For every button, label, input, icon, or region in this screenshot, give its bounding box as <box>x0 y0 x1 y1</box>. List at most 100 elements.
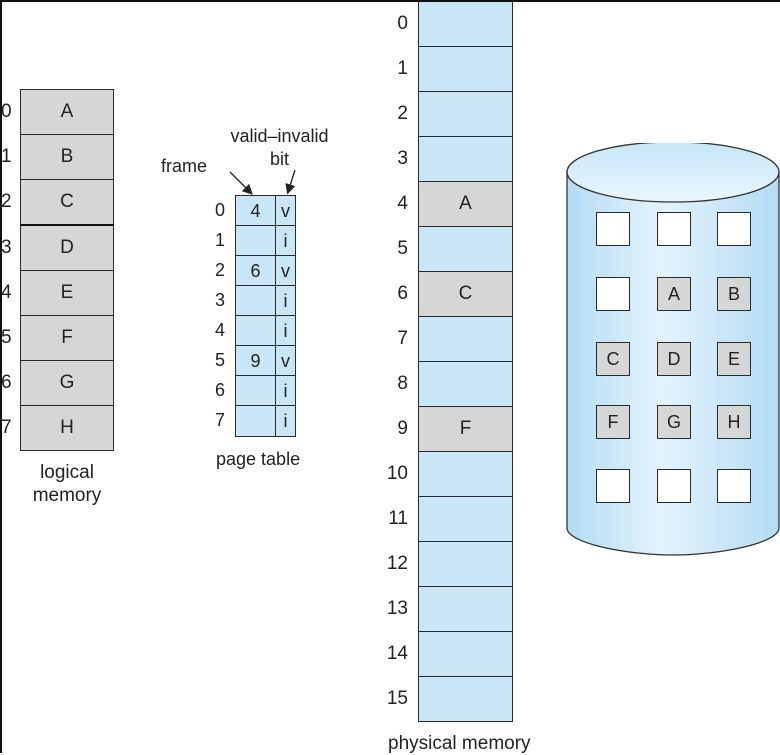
frame-cell: 9 <box>235 345 275 376</box>
physical-memory-caption: physical memory <box>388 733 531 754</box>
frame-index: 2 <box>397 103 408 124</box>
page-label: B <box>60 146 74 167</box>
row-index: 0 <box>215 200 226 220</box>
physical-frame: 0 <box>397 2 513 46</box>
frame-cell <box>235 285 275 316</box>
frame-index: 7 <box>397 328 408 349</box>
frame-index: 14 <box>386 643 408 664</box>
disk-block: E <box>717 342 751 376</box>
disk-block: A <box>657 277 691 311</box>
frame-index: 11 <box>388 508 408 529</box>
valid-bit-cell: i <box>275 375 296 406</box>
disk-block: G <box>657 405 691 439</box>
valid-bit-cell: v <box>275 195 296 226</box>
frame-cell <box>235 375 275 406</box>
frame-arrow <box>229 171 253 195</box>
disk-top <box>566 143 780 203</box>
frame-label: C <box>458 283 473 304</box>
physical-frame: 12 <box>387 541 513 586</box>
caption-line: memory <box>32 485 102 506</box>
frame-cell <box>235 405 275 437</box>
physical-frame: 13 <box>387 586 513 631</box>
frame-cell: 4 <box>235 195 275 226</box>
physical-frame: 1 <box>397 46 513 91</box>
disk-block <box>717 212 751 246</box>
valid-bit-cell: i <box>275 285 296 316</box>
frame-index: 12 <box>386 553 408 574</box>
disk-block <box>657 469 691 503</box>
disk-block <box>596 277 630 311</box>
logical-memory-caption: logical memory <box>14 461 120 507</box>
page-label: H <box>60 417 74 438</box>
frame-index: 15 <box>386 688 408 709</box>
valid-invalid-bit-label: valid–invalid bit <box>222 125 337 171</box>
frame-index: 5 <box>397 238 408 259</box>
page-label: A <box>60 101 74 122</box>
page-index: 2 <box>1 191 12 212</box>
page-label: C <box>60 191 74 212</box>
physical-frame: 10 <box>387 451 513 496</box>
valid-bit-arrow <box>285 169 296 195</box>
physical-frame: 8 <box>397 361 513 406</box>
disk-block: H <box>717 405 751 439</box>
frame-index: 6 <box>397 283 408 304</box>
label-line: valid–invalid <box>230 126 329 146</box>
physical-frame: 3 <box>397 136 513 181</box>
frame-index: 10 <box>386 463 408 484</box>
page-label: G <box>59 372 75 393</box>
disk-block: C <box>596 342 630 376</box>
row-index: 2 <box>215 260 226 280</box>
label-line: bit <box>269 149 289 169</box>
physical-frame: 15 <box>387 676 513 722</box>
valid-bit-cell: i <box>275 315 296 346</box>
disk-block <box>596 469 630 503</box>
page-label: E <box>60 282 74 303</box>
page-index: 6 <box>1 372 12 393</box>
disk-block <box>657 212 691 246</box>
frame-index: 0 <box>397 13 408 34</box>
physical-frame: 2 <box>397 91 513 136</box>
physical-frame: 14 <box>387 631 513 676</box>
page-index: 4 <box>1 282 12 303</box>
disk-block: F <box>596 405 630 439</box>
caption-line: logical <box>40 462 94 483</box>
page-index: 7 <box>1 417 12 438</box>
page-table-caption: page table <box>216 449 301 469</box>
frame-index: 4 <box>397 193 408 214</box>
frame-cell <box>235 225 275 256</box>
page-index: 0 <box>1 101 12 122</box>
row-index: 3 <box>215 290 226 310</box>
frame-label: frame <box>161 156 208 176</box>
physical-frame: 7 <box>397 316 513 361</box>
valid-bit-cell: i <box>275 225 296 256</box>
row-index: 6 <box>215 380 226 400</box>
frame-index: 9 <box>397 418 408 439</box>
frame-left-border <box>0 0 2 753</box>
disk-block <box>596 212 630 246</box>
row-index: 5 <box>215 350 226 370</box>
frame-label: F <box>459 418 472 439</box>
valid-bit-cell: v <box>275 345 296 376</box>
disk-block <box>717 469 751 503</box>
physical-frame: 5 <box>397 226 513 271</box>
